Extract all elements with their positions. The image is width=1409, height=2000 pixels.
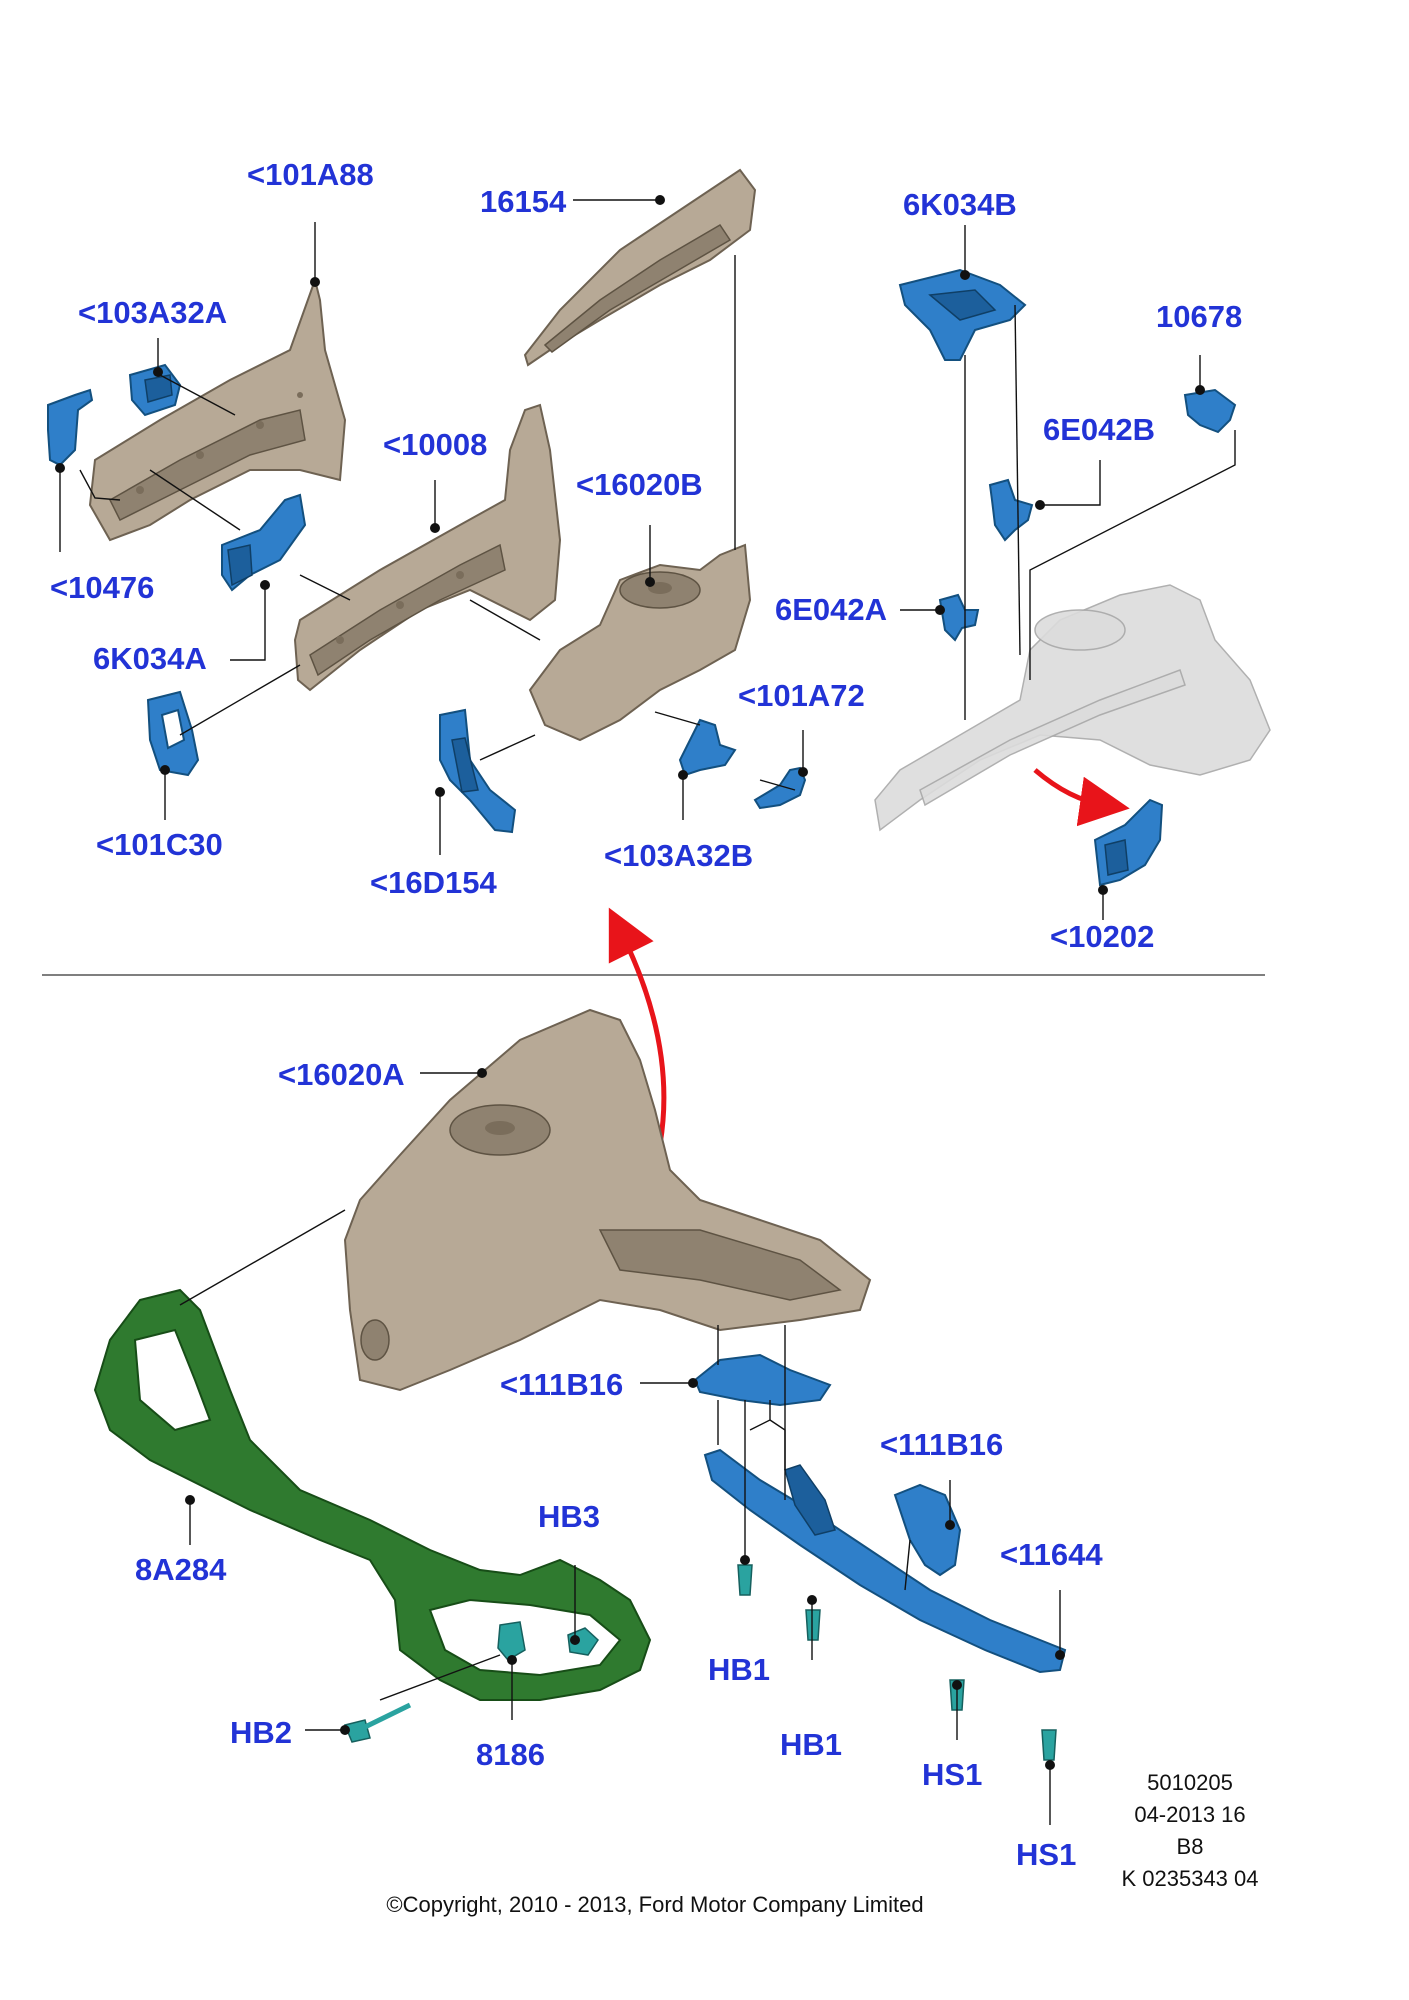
bracket-111B16-b	[893, 1483, 962, 1577]
transfer-arrow-upper	[1033, 768, 1130, 827]
upper-rail-16154	[523, 168, 757, 367]
bracket-6K034A	[221, 493, 307, 592]
reference-line-4: K 0235343 04	[1121, 1866, 1258, 1891]
front-carrier-8A284	[93, 1288, 652, 1701]
front-structure-16020A	[343, 1008, 872, 1392]
label-111B16-b: <111B16	[880, 1427, 1003, 1462]
bracket-101C30	[146, 690, 200, 777]
bracket-6E042B	[988, 478, 1034, 542]
label-11644: <11644	[1000, 1537, 1103, 1572]
body-shell-ghost	[874, 584, 1271, 832]
label-HS1-a: HS1	[922, 1757, 982, 1792]
reference-line-3: B8	[1177, 1834, 1204, 1859]
label-8A284: 8A284	[135, 1552, 227, 1587]
bracket-10476	[47, 388, 94, 467]
bracket-10202	[1093, 798, 1164, 887]
bracket-16D154	[439, 708, 517, 834]
bracket-10678	[1183, 388, 1237, 434]
label-HB1-a: HB1	[708, 1652, 770, 1687]
leader-lines	[55, 195, 1236, 1825]
label-6E042A: 6E042A	[775, 592, 887, 627]
label-101A88: <101A88	[247, 157, 374, 192]
label-16020B: <16020B	[576, 467, 703, 502]
bracket-6E042A	[938, 593, 980, 642]
shock-tower-16020B	[528, 543, 752, 742]
label-103A32B: <103A32B	[604, 838, 753, 873]
fastener-8186	[497, 1621, 526, 1661]
label-HB2: HB2	[230, 1715, 292, 1750]
reference-line-2: 04-2013 16	[1134, 1802, 1245, 1827]
fastener-HS1-b	[1041, 1729, 1057, 1761]
label-HB1-b: HB1	[780, 1727, 842, 1762]
reference-line-1: 5010205	[1147, 1770, 1233, 1795]
bracket-103A32B	[678, 718, 737, 777]
label-10202: <10202	[1050, 919, 1154, 954]
label-101A72: <101A72	[738, 678, 865, 713]
copyright-notice: ©Copyright, 2010 - 2013, Ford Motor Comp…	[386, 1892, 923, 1917]
rail-10008	[293, 403, 562, 692]
reference-block: 5010205 04-2013 16 B8 K 0235343 04	[1121, 1770, 1258, 1891]
label-10476: <10476	[50, 570, 154, 605]
fastener-HB1-a	[737, 1564, 753, 1596]
label-101C30: <101C30	[96, 827, 223, 862]
label-6K034B: 6K034B	[903, 187, 1017, 222]
label-16020A: <16020A	[278, 1057, 405, 1092]
label-16D154: <16D154	[370, 865, 497, 900]
apron-panel-101A88	[88, 276, 347, 542]
label-HB3: HB3	[538, 1499, 600, 1534]
reinforcement-11644	[703, 1448, 1067, 1674]
part-labels: <101A88 <103A32A <10476 6K034A <101C30 <…	[50, 157, 1242, 1872]
label-6E042B: 6E042B	[1043, 412, 1155, 447]
fastener-HB1-b	[805, 1609, 821, 1641]
bracket-101A72	[753, 766, 807, 810]
label-10678: 10678	[1156, 299, 1242, 334]
label-HS1-b: HS1	[1016, 1837, 1076, 1872]
label-10008: <10008	[383, 427, 487, 462]
fastener-HB2	[343, 1702, 412, 1743]
label-111B16-a: <111B16	[500, 1367, 623, 1402]
bracket-111B16-a	[693, 1353, 832, 1407]
label-6K034A: 6K034A	[93, 641, 207, 676]
bracket-103A32A	[128, 363, 182, 417]
label-8186: 8186	[476, 1737, 545, 1772]
bracket-6K034B	[898, 268, 1027, 361]
label-16154: 16154	[480, 184, 567, 219]
transfer-arrow-center	[608, 907, 667, 1156]
label-103A32A: <103A32A	[78, 295, 227, 330]
